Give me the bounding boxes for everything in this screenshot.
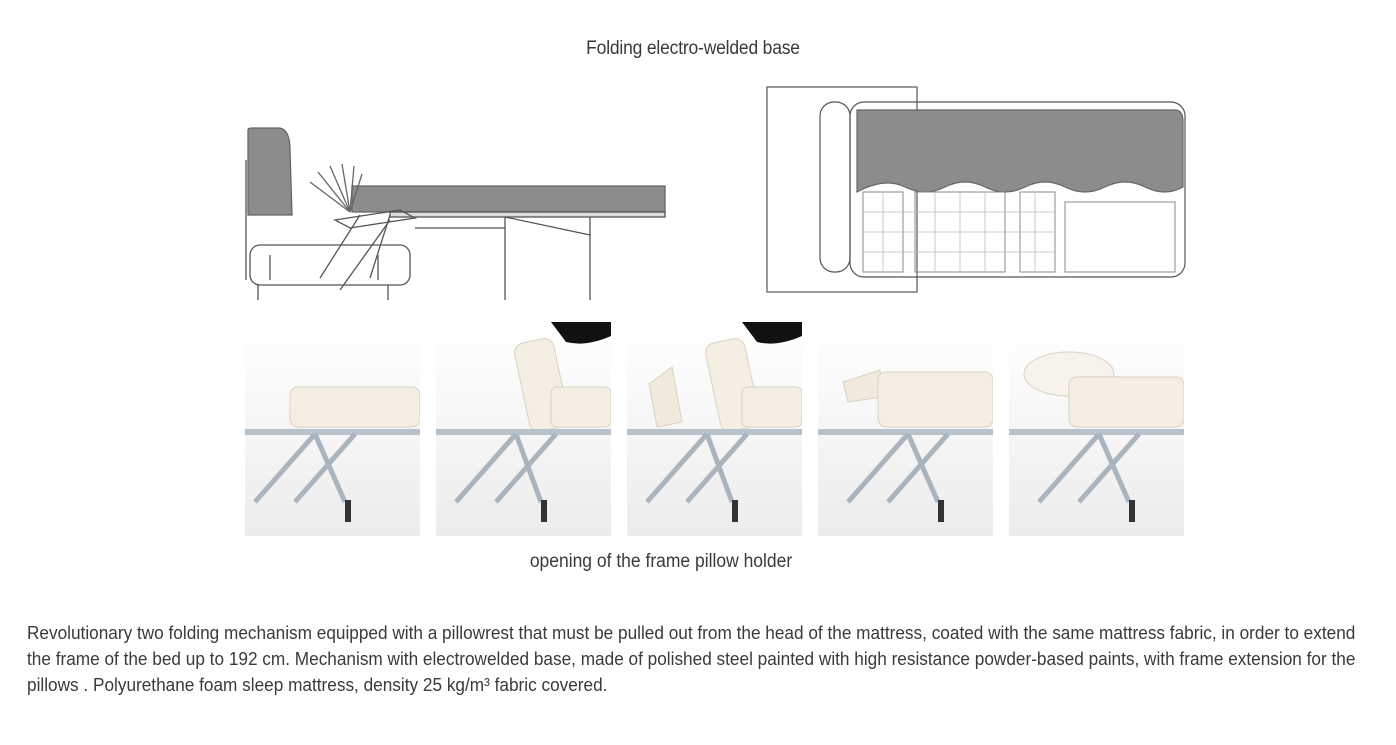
side-view-diagram [245,127,666,300]
page-title: Folding electro-welded base [586,38,800,59]
photos-caption: opening of the frame pillow holder [529,551,793,572]
step-photo-4 [818,322,993,536]
step-photo-2 [436,322,611,536]
step-photo-5 [1009,322,1184,536]
step-photo-1 [245,322,420,536]
description-paragraph: Revolutionary two folding mechanism equi… [27,622,1356,695]
step-photo-3 [627,322,802,536]
top-view-diagram [766,86,1186,293]
